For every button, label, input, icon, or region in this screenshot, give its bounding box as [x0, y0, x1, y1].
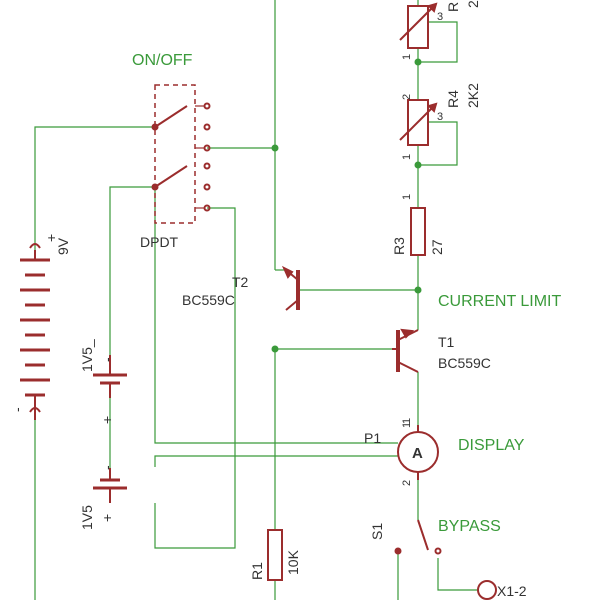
junction-dot: [414, 286, 422, 294]
wire: [154, 455, 398, 467]
transistor-t1: [392, 328, 419, 373]
wire: [109, 186, 155, 355]
pot-arrow: [399, 3, 437, 41]
wire: [154, 187, 398, 444]
bypass-label: BYPASS: [438, 518, 501, 535]
cell1-plus: +: [99, 416, 115, 424]
transistor-arrow: [400, 328, 415, 339]
switch-lever: [417, 519, 429, 551]
switch-title-label: ON/OFF: [132, 52, 193, 69]
battery-terminal: [29, 243, 41, 249]
pot-arrow-head: [427, 102, 438, 113]
resistor-r1: [267, 529, 283, 581]
switch-body: [154, 84, 196, 224]
p1-pin-2: 2: [401, 480, 413, 486]
components: [20, 2, 497, 600]
ammeter-p1: [397, 425, 439, 480]
r3-name: R3: [391, 237, 407, 255]
wire: [418, 121, 458, 166]
labels: ON/OFF DPDT 9V + - 1V5_ + - 1V5 + - T2 B…: [9, 0, 561, 599]
junction-dot: [414, 58, 422, 66]
junction-dot: [271, 144, 279, 152]
x1-label: X1-2: [497, 583, 527, 599]
junction-dot: [271, 345, 279, 353]
t1-name: T1: [438, 334, 455, 350]
current-limit-label: CURRENT LIMIT: [438, 293, 561, 310]
switch-contact: [151, 123, 159, 131]
r1-name: R1: [249, 562, 265, 580]
t2-name: T2: [232, 274, 249, 290]
switch-contact: [151, 183, 159, 191]
transistor-arrow: [281, 265, 294, 279]
pot-arrow-head: [427, 2, 438, 13]
r4-pin-3: 3: [437, 111, 443, 123]
r3-pin-1: 1: [401, 194, 413, 200]
battery-9v-plus: +: [43, 234, 59, 242]
r4-pin-1: 1: [401, 154, 413, 160]
transistor-collector: [285, 299, 299, 311]
battery-terminal: [29, 407, 41, 413]
pot-body: [407, 99, 429, 146]
p1-pin-1: 1: [401, 422, 413, 428]
ammeter-symbol: A: [412, 445, 423, 462]
switch-contact: [203, 183, 211, 191]
cell2-minus: -: [99, 465, 115, 470]
potentiometer-top: [399, 2, 438, 49]
switch-contact: [434, 547, 442, 555]
pot-body: [407, 5, 429, 49]
junction-dot: [414, 161, 422, 169]
battery-9v-value: 9V: [55, 237, 71, 255]
switch-pole: [154, 105, 188, 128]
top-pot-value: 2: [465, 0, 481, 8]
wire: [437, 558, 478, 591]
cell1-minus: -: [99, 357, 115, 362]
wire: [34, 126, 155, 250]
potentiometer-r4: [399, 99, 438, 146]
battery-9v: [20, 243, 50, 420]
cell-1v5-b: [93, 468, 127, 503]
resistor-r3: [410, 207, 426, 256]
r4-pin-2: 2: [401, 94, 413, 100]
dpdt-switch: [151, 84, 211, 224]
top-pot-pin-1: 1: [401, 54, 413, 60]
switch-contact: [203, 123, 211, 131]
switch-contact: [203, 162, 211, 170]
switch-contact: [203, 102, 211, 110]
switch-pole: [154, 165, 188, 188]
top-pot-pin-3: 3: [437, 11, 443, 23]
switch-s1: [394, 519, 442, 555]
r3-value: 27: [429, 239, 445, 255]
r4-name: R4: [445, 90, 461, 108]
wire: [418, 21, 458, 63]
t1-pin-1: 1: [401, 418, 413, 424]
pot-arrow: [399, 103, 437, 141]
switch-type-label: DPDT: [140, 234, 179, 250]
junctions: [271, 58, 422, 353]
wires: [34, 0, 478, 600]
connector-x1: [477, 580, 497, 600]
t2-part: BC559C: [182, 292, 235, 308]
cell-1v5-a: [93, 355, 127, 398]
top-pot-name: R: [445, 2, 461, 12]
transistor-collector: [397, 361, 419, 373]
transistor-t2: [281, 265, 300, 311]
p1-name: P1: [364, 430, 381, 446]
r4-value: 2K2: [465, 83, 481, 108]
switch-contact: [394, 547, 402, 555]
wire: [154, 207, 236, 549]
battery-9v-minus: -: [9, 407, 25, 412]
s1-name: S1: [369, 523, 385, 540]
display-label: DISPLAY: [458, 437, 525, 454]
cell1-name: 1V5_: [79, 339, 95, 372]
cell2-plus: +: [99, 514, 115, 522]
t1-part: BC559C: [438, 355, 491, 371]
cell2-name: 1V5: [79, 505, 95, 530]
r1-value: 10K: [285, 549, 301, 575]
